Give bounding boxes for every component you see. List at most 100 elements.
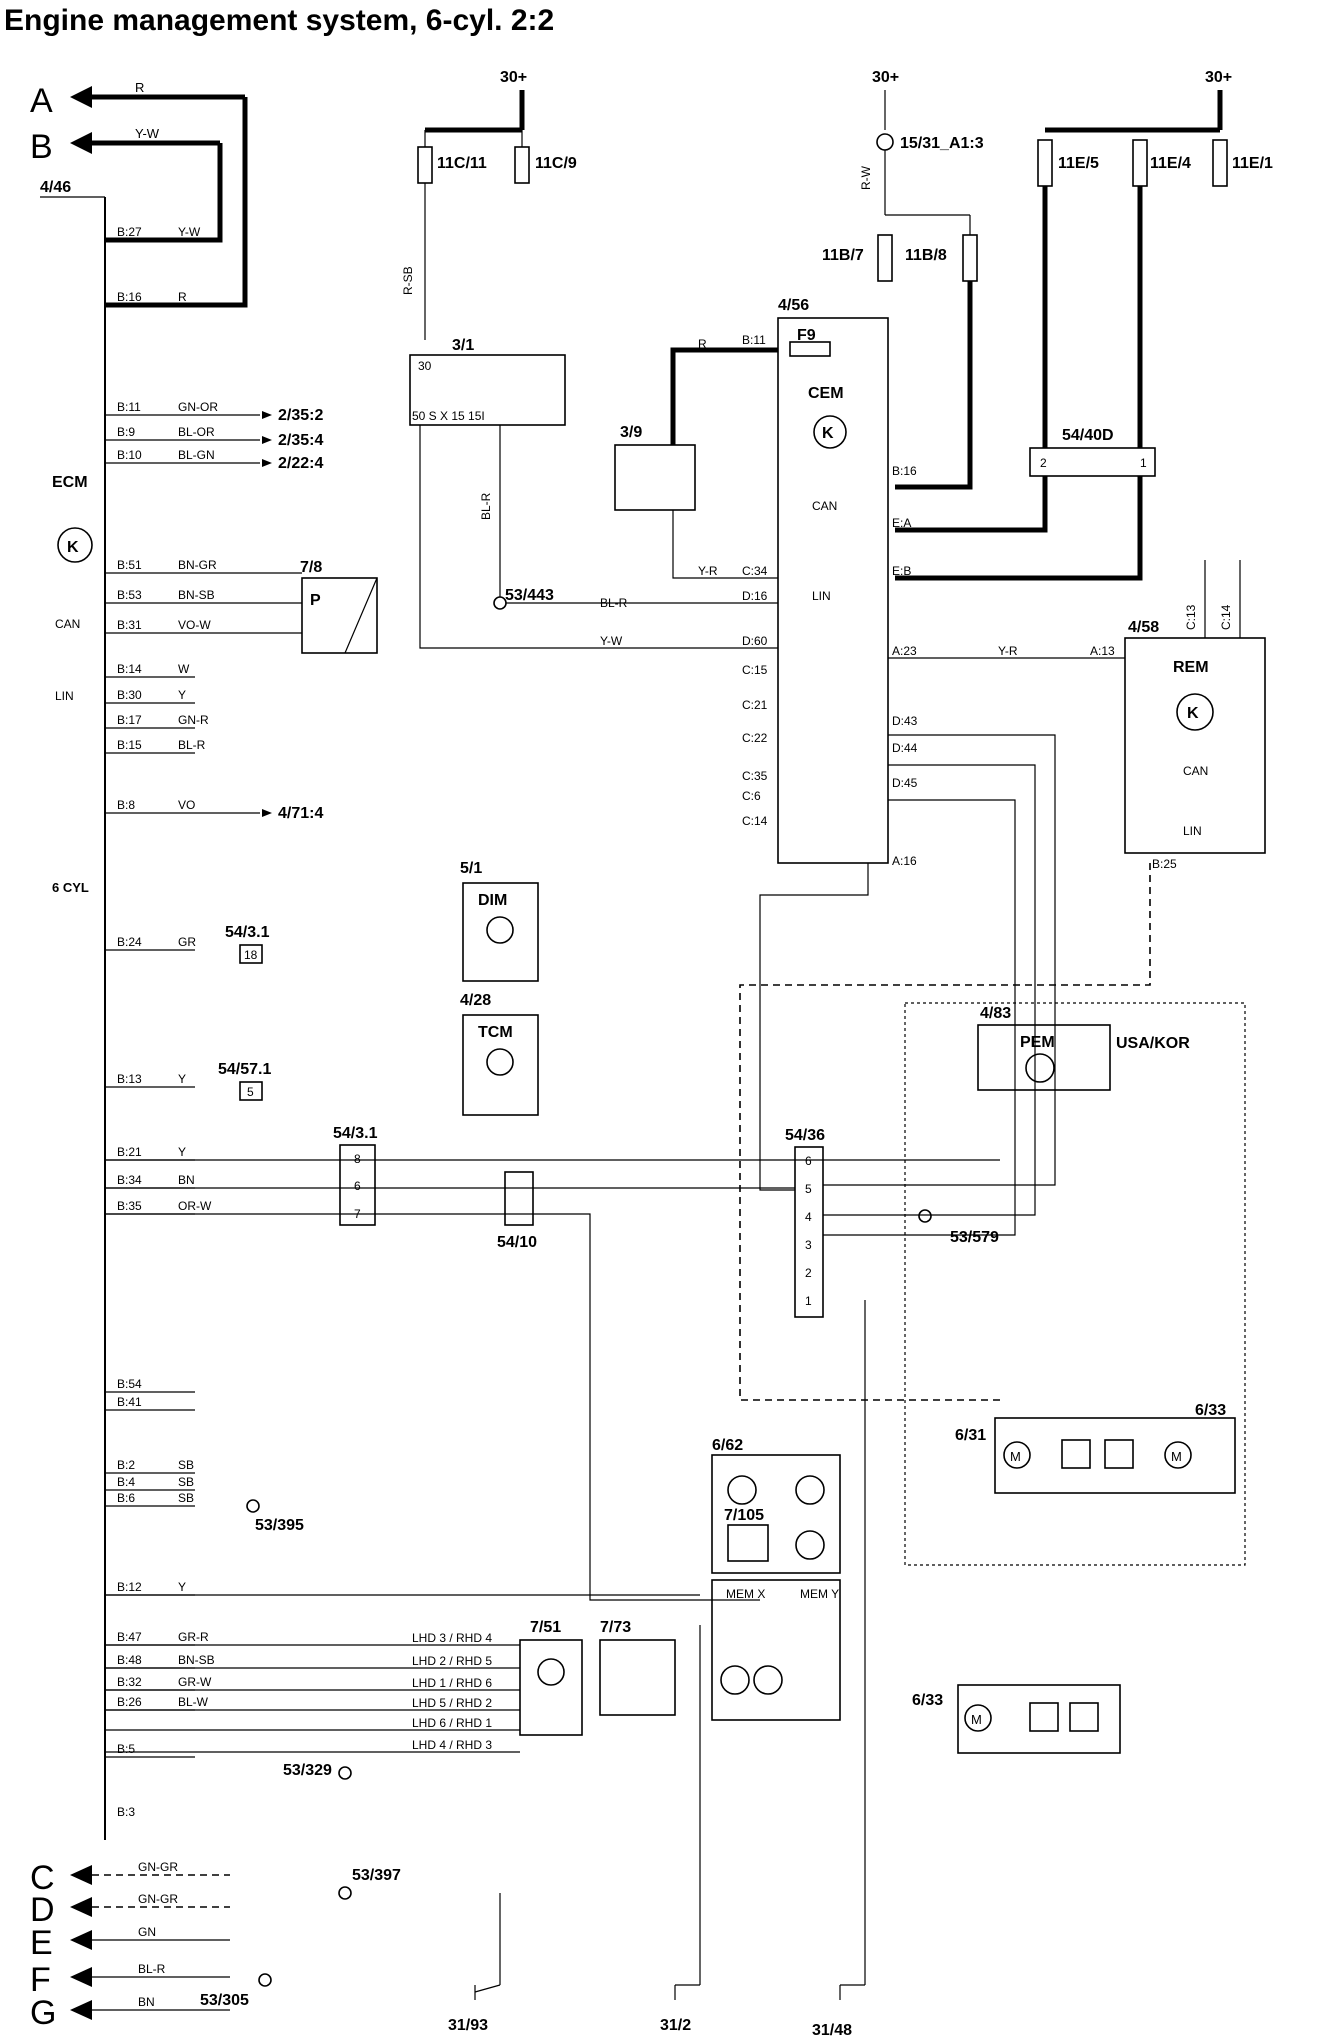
connector-54-36 — [794, 1146, 824, 1318]
svg-text:B:5: B:5 — [117, 1742, 135, 1756]
svg-text:BL-R: BL-R — [479, 492, 493, 520]
svg-text:B:21: B:21 — [117, 1145, 142, 1159]
svg-text:6/33: 6/33 — [912, 1692, 943, 1709]
svg-text:Y-R: Y-R — [698, 564, 718, 578]
svg-text:B:31: B:31 — [117, 618, 142, 632]
fuse-11c11 — [417, 146, 433, 184]
cem-pin-c-22: C:22 — [742, 731, 768, 745]
svg-text:30: 30 — [418, 359, 432, 373]
svg-text:6: 6 — [354, 1179, 361, 1193]
arrow-a[interactable]: A — [30, 82, 245, 120]
svg-text:USA/KOR: USA/KOR — [1116, 1035, 1190, 1052]
svg-text:Y-W: Y-W — [178, 225, 201, 239]
svg-text:K: K — [1187, 705, 1199, 722]
svg-text:6: 6 — [805, 1154, 812, 1168]
svg-text:A:13: A:13 — [1090, 644, 1115, 658]
svg-text:5/1: 5/1 — [460, 860, 482, 877]
svg-text:53/579: 53/579 — [950, 1229, 999, 1246]
svg-text:GN: GN — [138, 1925, 156, 1939]
svg-text:F: F — [30, 1961, 51, 1999]
arrow-c[interactable]: C GN-GR — [30, 1859, 230, 1897]
svg-text:31/93: 31/93 — [448, 2017, 488, 2034]
svg-text:3/1: 3/1 — [452, 337, 474, 354]
svg-text:GN-OR: GN-OR — [178, 400, 218, 414]
pedal-pin-label: LHD 3 / RHD 4 — [412, 1631, 492, 1645]
svg-text:VO: VO — [178, 798, 195, 812]
cem-processor-icon — [813, 415, 847, 449]
svg-text:K: K — [67, 539, 79, 556]
svg-text:B: B — [30, 128, 53, 166]
svg-text:53/329: 53/329 — [283, 1762, 332, 1779]
cem-pin-b-16: B:16 — [892, 464, 917, 478]
connector-54-3-1 — [339, 1144, 376, 1226]
svg-text:K: K — [822, 425, 834, 442]
cem-pin-d-45: D:45 — [892, 776, 918, 790]
svg-text:MEM X: MEM X — [726, 1587, 765, 1601]
cem-pin-e-a: E:A — [892, 516, 911, 530]
svg-text:C: C — [30, 1859, 55, 1897]
svg-text:Y: Y — [178, 1145, 186, 1159]
cem-pin-c-6: C:6 — [742, 789, 761, 803]
svg-text:5: 5 — [247, 1085, 254, 1099]
ecm-pin-b-41: B:41 — [105, 1395, 195, 1411]
svg-text:BL-OR: BL-OR — [178, 425, 215, 439]
svg-text:R: R — [698, 337, 707, 351]
svg-text:B:15: B:15 — [117, 738, 142, 752]
svg-text:3/9: 3/9 — [620, 424, 642, 441]
svg-text:30+: 30+ — [1205, 69, 1232, 86]
svg-text:B:4: B:4 — [117, 1475, 135, 1489]
svg-text:B:34: B:34 — [117, 1173, 142, 1187]
svg-text:Y-W: Y-W — [600, 634, 623, 648]
svg-text:C:14: C:14 — [1219, 604, 1233, 630]
ecm-pin-b-54: B:54 — [105, 1377, 195, 1393]
svg-text:4: 4 — [805, 1210, 812, 1224]
svg-text:R-SB: R-SB — [401, 266, 415, 295]
cem-pin-d-43: D:43 — [892, 714, 918, 728]
cem-pin-labels: B:11B:16E:AE:BC:34D:16D:60C:15C:21C:22C:… — [742, 333, 918, 868]
svg-text:GN-GR: GN-GR — [138, 1860, 178, 1874]
svg-text:2/35:2: 2/35:2 — [278, 407, 323, 424]
ignition-switch — [409, 354, 566, 426]
svg-text:BL-R: BL-R — [600, 596, 628, 610]
usa-kor-area — [904, 1002, 1246, 1566]
svg-text:4/83: 4/83 — [980, 1005, 1011, 1022]
svg-text:2: 2 — [805, 1266, 812, 1280]
rem-module — [1124, 637, 1266, 854]
svg-text:SB: SB — [178, 1491, 194, 1505]
svg-text:5: 5 — [805, 1182, 812, 1196]
ecm-pin-b-21: B:21 Y — [105, 1145, 195, 1161]
svg-text:BL-GN: BL-GN — [178, 448, 215, 462]
svg-text:CAN: CAN — [812, 499, 837, 513]
svg-text:54/36: 54/36 — [785, 1127, 825, 1144]
page-title: Engine management system, 6-cyl. 2:2 — [4, 4, 554, 37]
svg-text:6/62: 6/62 — [712, 1437, 743, 1454]
svg-text:6/31: 6/31 — [955, 1427, 986, 1444]
svg-text:Y: Y — [178, 1072, 186, 1086]
svg-text:GR-W: GR-W — [178, 1675, 212, 1689]
svg-text:11C/9: 11C/9 — [535, 155, 577, 172]
svg-text:GN-R: GN-R — [178, 713, 209, 727]
svg-text:B:47: B:47 — [117, 1630, 142, 1644]
svg-text:B:32: B:32 — [117, 1675, 142, 1689]
svg-text:W: W — [178, 662, 190, 676]
svg-text:BN-SB: BN-SB — [178, 1653, 215, 1667]
svg-text:B:25: B:25 — [1152, 857, 1177, 871]
arrow-b[interactable]: B — [30, 128, 220, 166]
svg-text:R: R — [135, 80, 144, 95]
svg-text:GN-GR: GN-GR — [138, 1892, 178, 1906]
svg-text:54/10: 54/10 — [497, 1234, 537, 1251]
